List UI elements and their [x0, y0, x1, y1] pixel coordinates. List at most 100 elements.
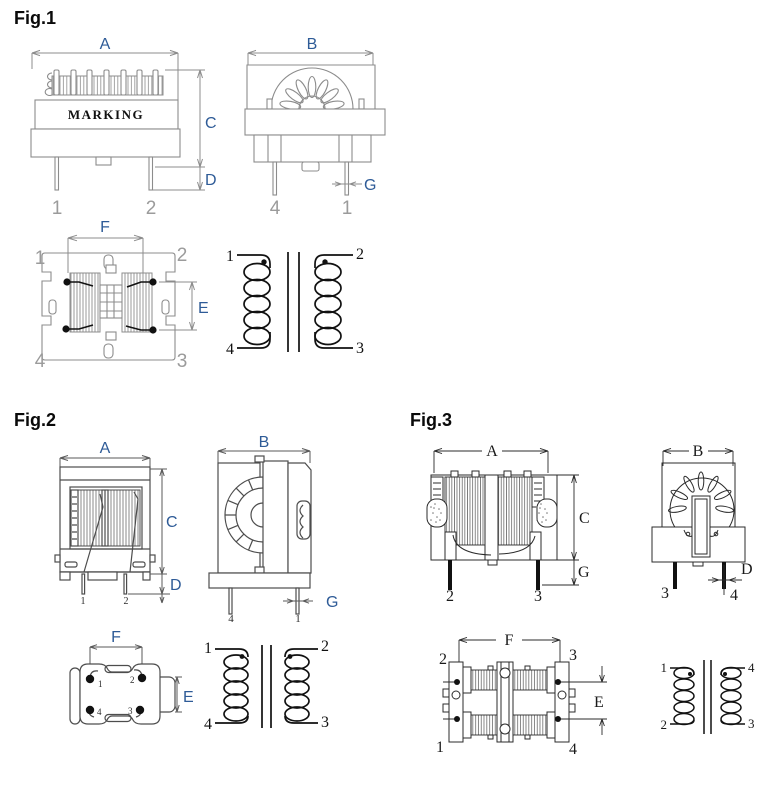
dim-f-label: F [505, 632, 514, 649]
fig1-bottom-corner-bl: 4 [35, 351, 46, 372]
fig1-front-dim-c: C [155, 69, 217, 168]
dim-g-label: G [326, 594, 338, 611]
polarity-dot-right [287, 654, 293, 659]
fig1-bottom-corner-br: 3 [177, 351, 188, 372]
fig3-side-view: B D 3 4 [645, 437, 769, 605]
dim-a-label: A [486, 443, 498, 460]
fig2-bottom-view: F E 1 2 4 3 [55, 629, 207, 758]
fig2-front-view: A C [50, 437, 200, 615]
fig2-front-pin-right-label: 2 [124, 596, 129, 607]
fig1-title: Fig.1 [14, 8, 57, 28]
fig2-bottom-pin-br: 3 [128, 706, 133, 716]
fig3-bottom-corner-br: 4 [569, 741, 577, 758]
transformer-symbol [237, 252, 353, 352]
fig3-term-bl: 2 [661, 717, 668, 732]
fig1-bottom-dim-f: F [67, 219, 144, 273]
fig1-front-view: A MARKING C D 1 2 [25, 36, 225, 220]
fig3-side-pin-left-label: 3 [661, 585, 669, 602]
fig1-bottom-corner-tr: 2 [177, 245, 188, 266]
dim-c-label: C [166, 514, 178, 531]
fig1-side-pin-left-label: 4 [270, 198, 281, 219]
dim-c-label: C [205, 115, 217, 132]
fig1-bottom-dim-e: E [159, 281, 209, 331]
fig2-side-pin-right-label: 1 [295, 613, 301, 625]
fig2-front-dim-d: D [128, 574, 182, 604]
fig1-bottom-body [41, 252, 176, 361]
fig3-schematic: 1 4 2 3 [648, 648, 768, 760]
dim-g-label: G [364, 177, 376, 194]
fig3-term-tr: 4 [748, 660, 755, 675]
dim-a-label: A [100, 440, 111, 457]
fig3-front-pin-right-label: 3 [534, 588, 542, 605]
fig3-front-view: A [425, 437, 610, 605]
dim-e-label: E [594, 694, 604, 711]
dim-c-label: C [579, 510, 590, 527]
fig2-front-pin-left-label: 1 [81, 596, 86, 607]
fig2-side-view: B G 4 1 [195, 434, 345, 625]
fig3-bottom-view: F [430, 628, 615, 768]
fig1-term-tl: 1 [226, 248, 234, 265]
fig2-bottom-pin-tr: 2 [130, 675, 135, 685]
dim-d-label: D [741, 561, 753, 578]
polarity-dot-right [723, 672, 727, 676]
fig3-title: Fig.3 [410, 410, 453, 430]
fig1-front-body: MARKING [30, 99, 181, 191]
fig2-schematic: 1 2 4 3 [195, 633, 350, 755]
fig1-side-body [244, 64, 386, 196]
fig2-side-pin-left-label: 4 [228, 613, 234, 625]
fig3-front-pin-left-label: 2 [446, 588, 454, 605]
dim-e-label: E [198, 300, 209, 317]
fig1-bottom-pins [62, 278, 157, 334]
fig3-side-pin-right-label: 4 [730, 587, 738, 604]
fig2-front-wires [83, 491, 139, 573]
fig1-side-view: B G 4 1 [240, 36, 430, 220]
fig1-side-pin-right-label: 1 [342, 198, 353, 219]
fig3-bottom-dim-e: E [594, 666, 605, 735]
fig2-bottom-pin-tl: 1 [98, 679, 103, 689]
fig1-schematic: 1 2 4 3 [215, 228, 380, 376]
fig3-bottom-body [442, 661, 607, 743]
fig3-side-body [651, 462, 746, 589]
dim-b-label: B [259, 434, 270, 451]
dim-d-label: D [205, 172, 217, 189]
fig1-front-dim-d: D [153, 167, 217, 191]
fig3-front-dim-a: A [433, 443, 549, 473]
fig3-bottom-corner-tr: 3 [569, 647, 577, 664]
fig3-term-tl: 1 [661, 660, 668, 675]
dim-a-label: A [100, 36, 111, 53]
fig2-side-dim-g: G [283, 594, 338, 611]
polarity-dot-left [261, 259, 267, 265]
dim-d-label: D [170, 577, 182, 594]
fig3-side-dim-b: B [662, 443, 734, 466]
fig2-front-body [54, 466, 156, 595]
dim-f-label: F [111, 629, 121, 646]
polarity-dot-left [688, 672, 692, 676]
fig3-front-body [426, 470, 558, 590]
fig2-bottom-dim-e: E [174, 676, 194, 713]
transformer-symbol [670, 660, 745, 734]
fig2-term-tl: 1 [204, 640, 212, 657]
fig2-bottom-body [69, 663, 176, 725]
fig2-term-bl: 4 [204, 716, 212, 733]
transformer-symbol [215, 645, 318, 728]
fig2-front-dim-c: C [150, 468, 178, 575]
fig1-term-bl: 4 [226, 341, 234, 358]
fig2-term-tr: 2 [321, 638, 329, 655]
fig2-front-dim-a: A [59, 440, 151, 467]
fig1-bottom-corner-tl: 1 [35, 248, 46, 269]
fig2-title: Fig.2 [14, 410, 57, 430]
fig2-term-br: 3 [321, 714, 329, 731]
dim-g-label: G [578, 564, 590, 581]
fig3-bottom-corner-bl: 1 [436, 739, 444, 756]
dim-e-label: E [183, 689, 194, 706]
fig1-term-br: 3 [356, 340, 364, 357]
fig1-front-pin-right-label: 2 [146, 198, 157, 219]
fig3-front-dim-g: G [542, 560, 590, 586]
fig1-front-pin-left-label: 1 [52, 198, 63, 219]
dim-b-label: B [693, 443, 704, 460]
fig3-bottom-corner-tl: 2 [439, 651, 447, 668]
fig1-front-winding [44, 69, 164, 97]
fig3-bottom-dim-f: F [458, 632, 561, 662]
fig2-bottom-dim-f: F [89, 629, 143, 674]
fig2-bottom-pin-bl: 4 [97, 707, 102, 717]
